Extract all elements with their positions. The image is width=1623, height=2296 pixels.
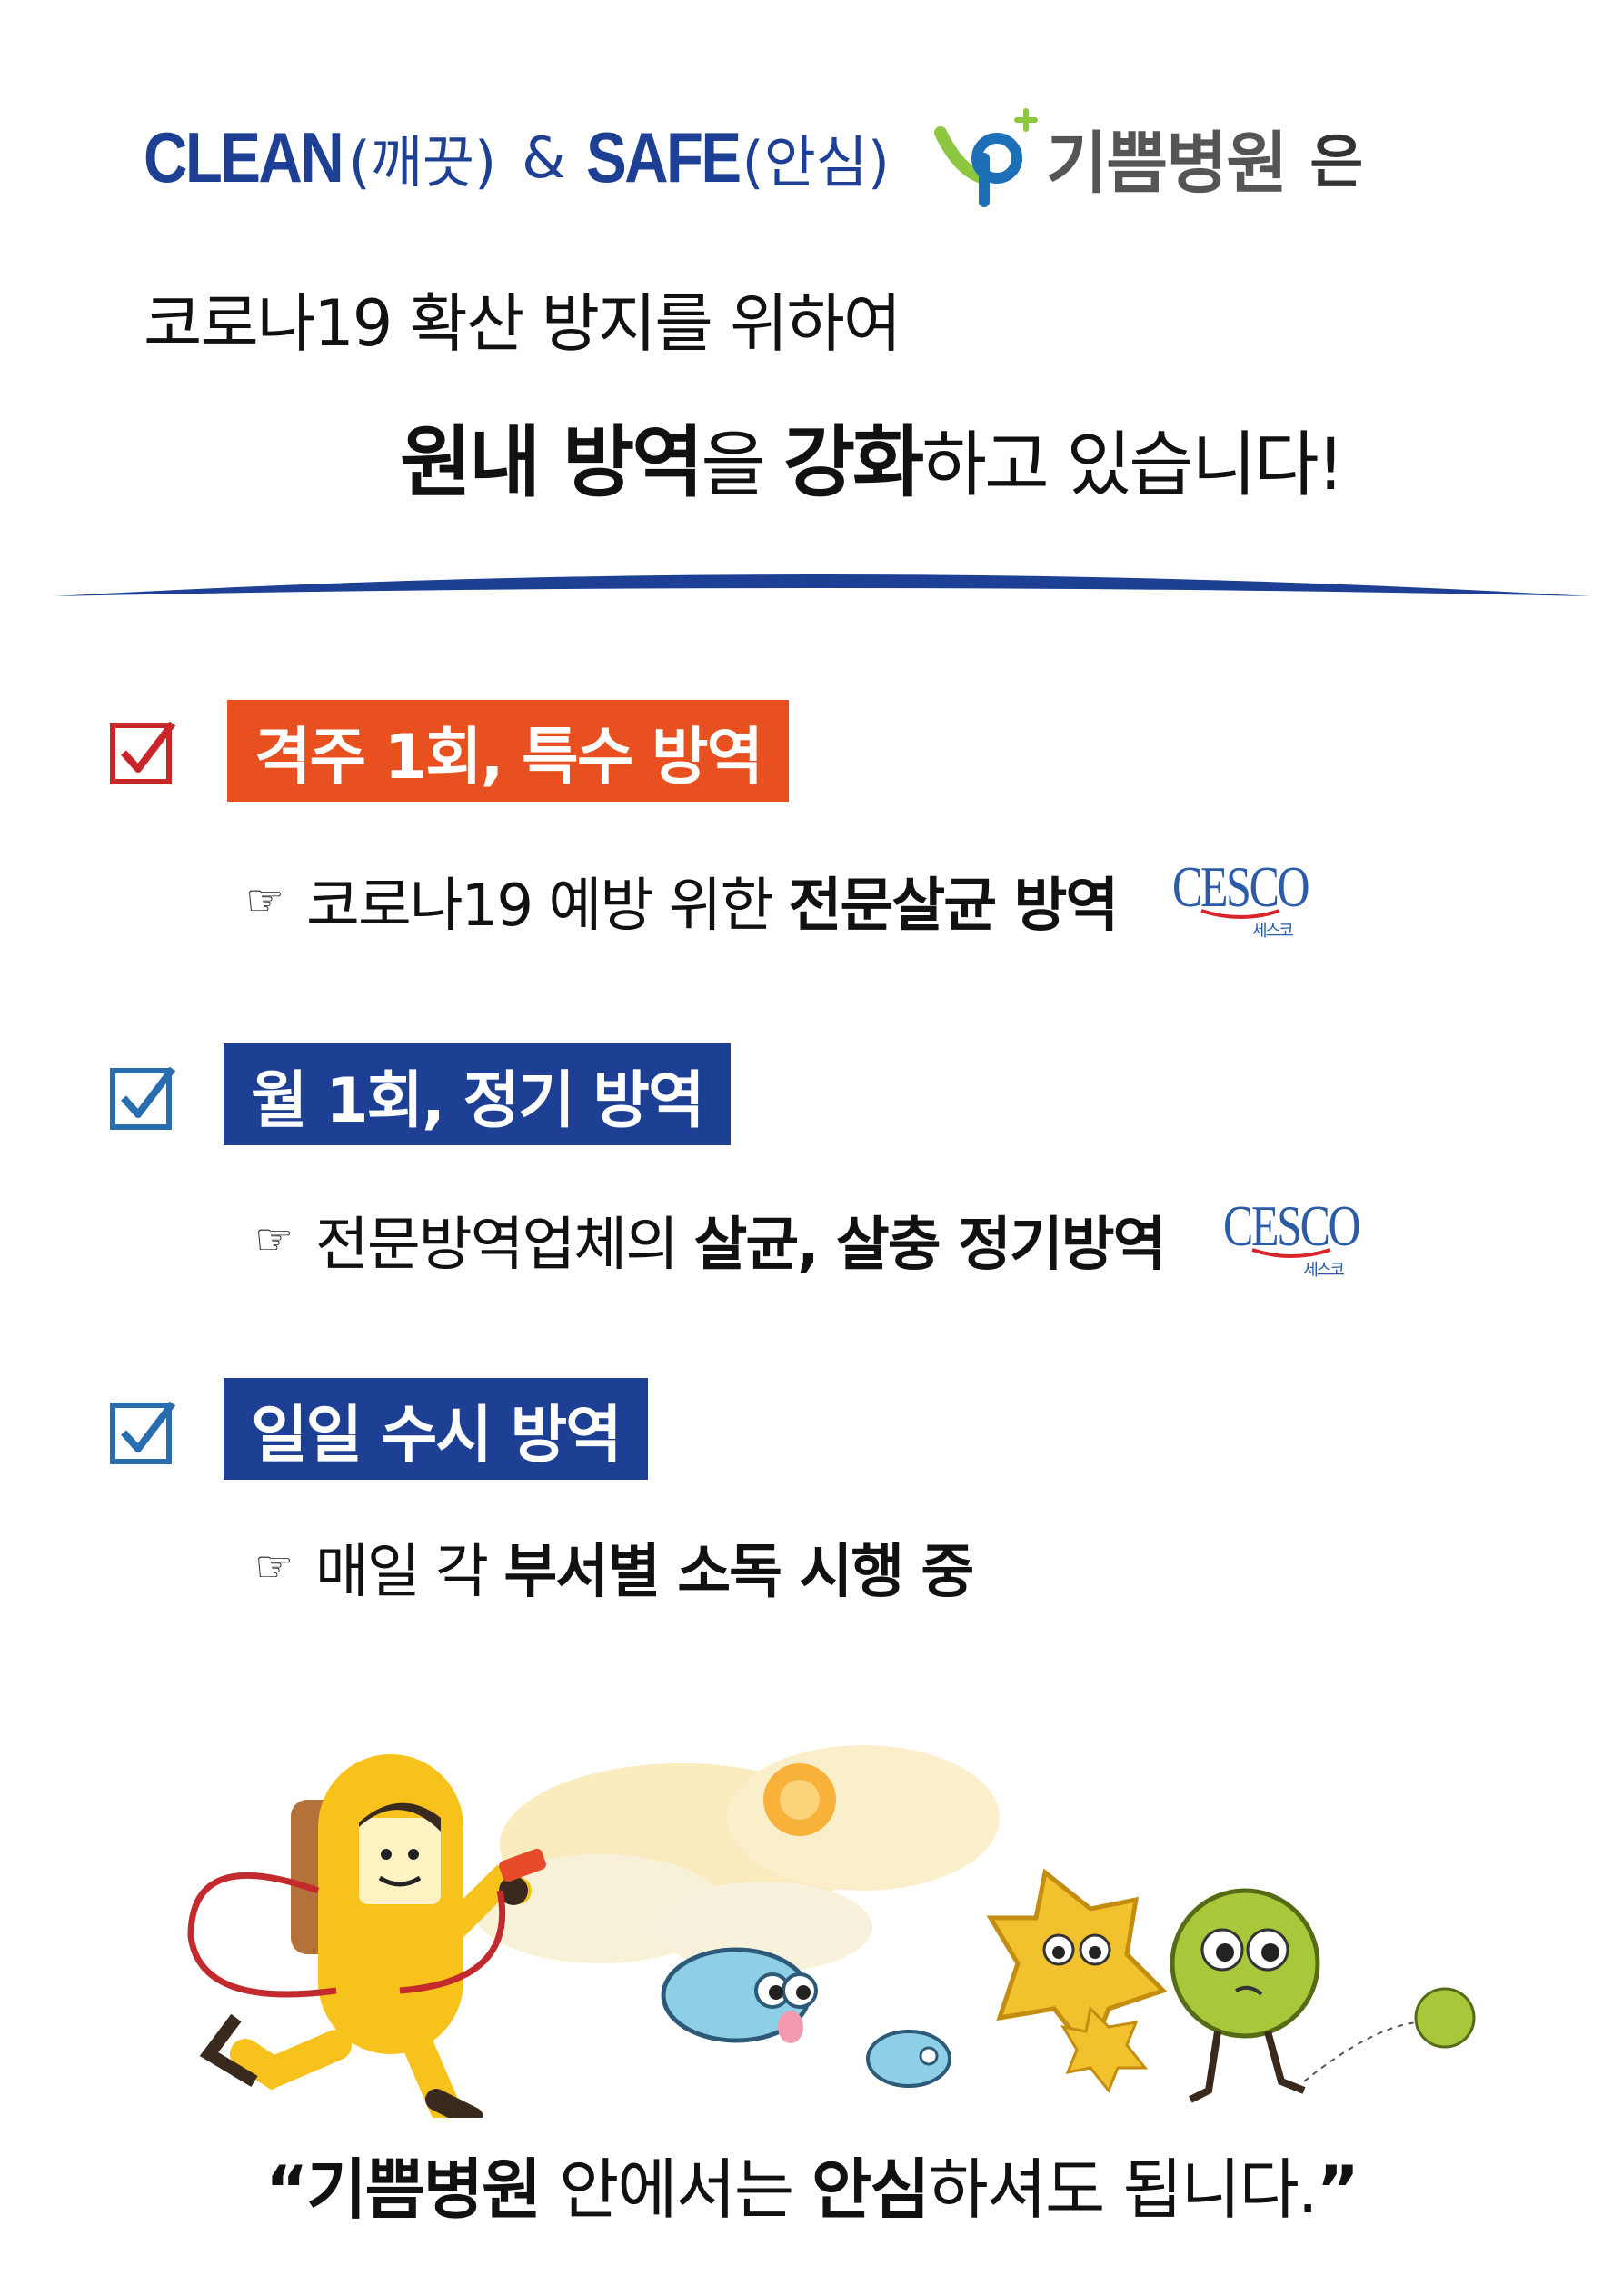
section-1-desc: ☞ 코로나19 예방 위한 전문살균 방역 CESCO 세스코 — [245, 854, 1328, 943]
hospital-logo-icon — [931, 107, 1041, 207]
badge-daily: 일일 수시 방역 — [224, 1378, 648, 1480]
orange-germ-icon — [763, 1763, 836, 1836]
section-1-bold: 전문살균 방역 — [788, 873, 1120, 940]
headline-bold-1: 원내 방역 — [400, 417, 703, 508]
small-yellow-germ-icon — [1060, 2005, 1149, 2093]
section-3-desc: ☞ 매일 각 부서별 소독 시행 중 — [254, 1525, 974, 1609]
section-3-text: 매일 각 — [315, 1539, 504, 1606]
check-icon-red — [110, 721, 176, 784]
yellow-germ-icon — [986, 1868, 1168, 2059]
section-2-bold: 살균, 살충 정기방역 — [693, 1212, 1167, 1279]
badge-biweekly: 격주 1회, 특수 방역 — [227, 700, 790, 802]
cesco-logo-kor: 세스코 — [1303, 1261, 1345, 1280]
footer-slogan: “기쁨병원 안에서는 안심하셔도 됩니다.” — [0, 2136, 1623, 2231]
hazmat-worker-icon — [187, 1754, 546, 2118]
ampersand: & — [522, 124, 566, 191]
cesco-logo-word: CESCO — [1223, 1193, 1362, 1258]
footer-close-quote: ” — [1316, 2151, 1359, 2228]
subheadline: 코로나19 확산 방지를 위하여 — [144, 286, 901, 361]
check-icon-blue — [110, 1401, 176, 1464]
headline-bold-2: 강화 — [782, 417, 924, 508]
cesco-smile-icon — [1251, 1248, 1331, 1258]
footer-open-quote: “ — [264, 2151, 308, 2228]
section-1-text: 코로나19 예방 위한 — [306, 873, 789, 940]
safe-word: SAFE — [585, 116, 742, 197]
main-headline: 원내 방역을 강화하고 있습니다! — [400, 398, 1345, 512]
spray-cloud-icon — [473, 1745, 1000, 1972]
green-virus-icon — [1170, 1888, 1320, 2103]
small-green-virus-icon — [1414, 1987, 1476, 2049]
section-3-bold: 부서별 소독 시행 중 — [503, 1539, 974, 1606]
section-2-desc: ☞ 전문방역업체의 살균, 살충 정기방역 CESCO 세스코 — [254, 1193, 1379, 1282]
clean-word: CLEAN — [144, 116, 344, 197]
footer-bold-1: 기쁨병원 — [306, 2151, 542, 2228]
cesco-logo-word: CESCO — [1172, 854, 1310, 919]
small-blue-bacteria-icon — [866, 2030, 951, 2088]
headline-part-1: 을 — [701, 424, 783, 506]
clean-paren: (깨끗) — [348, 129, 497, 195]
cesco-logo-1: CESCO 세스코 — [1153, 854, 1327, 942]
divider-swoosh — [55, 574, 1590, 596]
footer-part-2: 하셔도 됩니다. — [928, 2151, 1318, 2228]
blue-bacteria-icon — [661, 1947, 818, 2043]
headline-part-2: 하고 있습니다! — [921, 424, 1345, 506]
pointing-hand-icon: ☞ — [254, 1214, 294, 1265]
brand-name: 기쁨병원 — [1046, 124, 1288, 203]
disinfection-illustration — [187, 1745, 1476, 2118]
badge-monthly: 월 1회, 정기 방역 — [224, 1043, 731, 1145]
footer-bold-2: 안심 — [812, 2151, 930, 2228]
pointing-hand-icon: ☞ — [254, 1542, 294, 1592]
cesco-smile-icon — [1200, 909, 1280, 919]
safe-paren: (안심) — [742, 129, 890, 195]
headline-clean-safe: CLEAN (깨끗) & SAFE (안심) 기쁨병원 은 — [144, 107, 1363, 207]
cesco-logo-kor: 세스코 — [1252, 922, 1294, 941]
cesco-logo-2: CESCO 세스코 — [1204, 1193, 1378, 1281]
check-icon-blue — [110, 1066, 176, 1130]
section-2-text: 전문방역업체의 — [315, 1212, 694, 1279]
pointing-hand-icon: ☞ — [245, 875, 284, 926]
footer-part-1: 안에서는 — [540, 2151, 812, 2228]
particle-eun: 은 — [1309, 129, 1364, 196]
